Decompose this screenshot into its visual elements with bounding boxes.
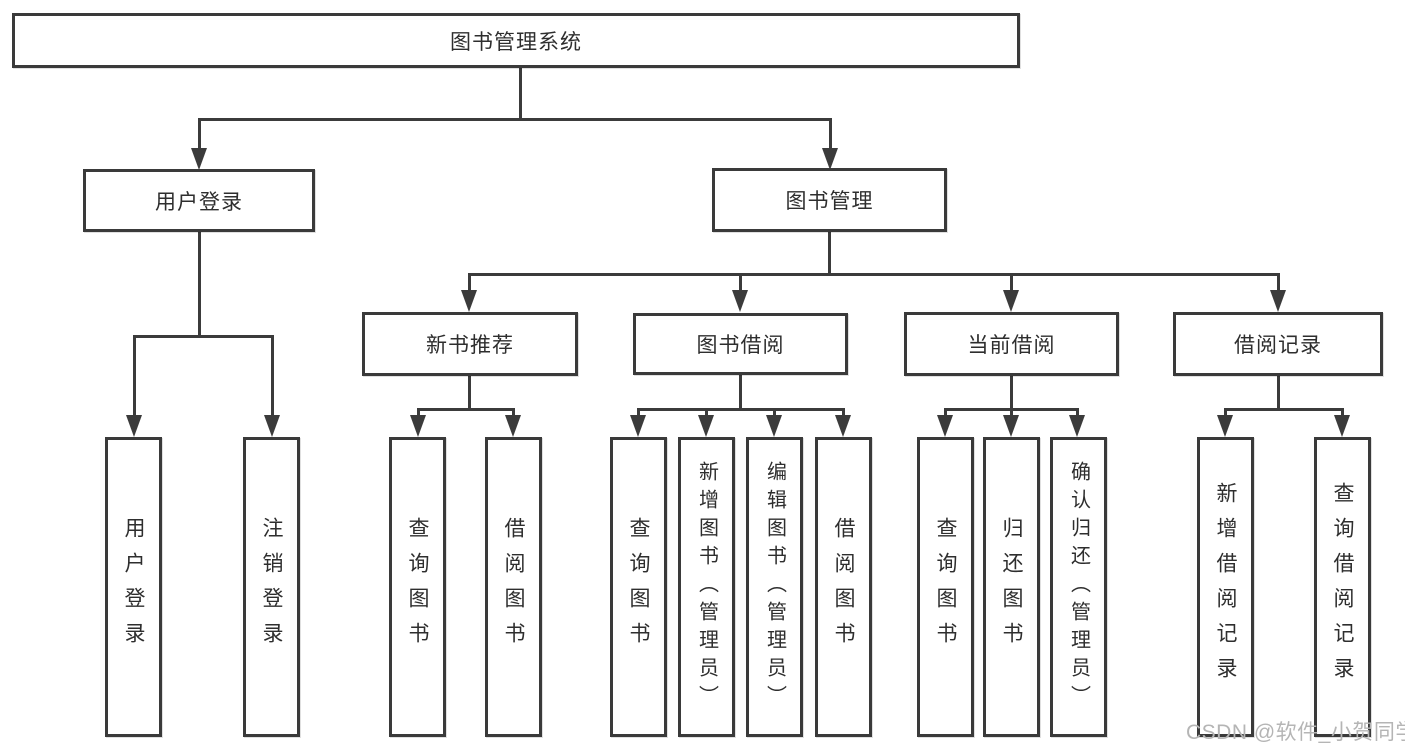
arrowhead-bb-borrow — [835, 415, 851, 437]
leaf-cb-query-books-label: 查询图书 — [934, 517, 957, 657]
connector-new-book-rec-rail — [417, 408, 515, 411]
leaf-bb-query-books-label: 查询图书 — [627, 517, 650, 657]
leaf-br-query-record-label: 查询借阅记录 — [1331, 482, 1354, 692]
connector-new-book-rec-drop — [468, 376, 471, 408]
connector-book-borrow-rail — [637, 408, 843, 411]
arrowhead-current-borrow — [1003, 290, 1019, 312]
arrowhead-cb-return — [1003, 415, 1019, 437]
connector-to-cb-query — [944, 408, 947, 420]
node-borrow-records: 借阅记录 — [1173, 312, 1383, 376]
arrowhead-rec-borrow — [505, 415, 521, 437]
connector-to-cb-return — [1010, 408, 1013, 420]
csdn-watermark: CSDN @软件_小贺同学 — [1186, 721, 1405, 744]
leaf-bb-edit-books-label: 编辑图书（管理员） — [763, 461, 786, 713]
leaf-rec-borrow-books: 借阅图书 — [485, 437, 542, 737]
node-user-login: 用户登录 — [83, 169, 315, 232]
arrowhead-rec-query — [410, 415, 426, 437]
arrowhead-cb-query — [937, 415, 953, 437]
arrowhead-bb-add — [698, 415, 714, 437]
connector-root-to-user-login — [198, 118, 201, 152]
connector-book-mgmt-drop — [828, 232, 831, 273]
connector-user-login-rail — [134, 335, 274, 338]
leaf-bb-borrow-books: 借阅图书 — [815, 437, 872, 737]
leaf-rec-query-books-label: 查询图书 — [406, 517, 429, 657]
connector-root-drop — [519, 68, 522, 118]
connector-to-bb-edit — [773, 408, 776, 420]
node-current-borrow: 当前借阅 — [904, 312, 1119, 376]
connector-current-borrow-drop — [1010, 376, 1013, 408]
node-borrow-records-label: 借阅记录 — [1234, 334, 1322, 357]
leaf-br-query-record: 查询借阅记录 — [1314, 437, 1371, 737]
leaf-bb-borrow-books-label: 借阅图书 — [832, 517, 855, 657]
connector-user-login-drop — [198, 232, 201, 335]
arrowhead-borrow-records — [1270, 290, 1286, 312]
connector-to-rec-query — [417, 408, 420, 420]
connector-to-bb-borrow — [842, 408, 845, 420]
node-book-management: 图书管理 — [712, 168, 947, 232]
connector-to-br-query — [1341, 408, 1344, 420]
leaf-cb-query-books: 查询图书 — [917, 437, 974, 737]
connector-to-cb-confirm — [1076, 408, 1079, 420]
leaf-cb-return-books-label: 归还图书 — [1000, 517, 1023, 657]
connector-book-mgmt-rail — [469, 273, 1280, 276]
arrowhead-br-add — [1217, 415, 1233, 437]
node-user-login-label: 用户登录 — [155, 190, 243, 214]
connector-to-new-book-rec — [468, 273, 471, 293]
leaf-cb-return-books: 归还图书 — [983, 437, 1040, 737]
leaf-rec-borrow-books-label: 借阅图书 — [502, 517, 525, 657]
arrowhead-leaf-login — [126, 415, 142, 437]
arrowhead-bb-edit — [766, 415, 782, 437]
connector-root-rail — [198, 118, 832, 121]
leaf-user-login: 用户登录 — [105, 437, 162, 737]
connector-borrow-records-drop — [1277, 376, 1280, 408]
arrowhead-new-book-rec — [461, 290, 477, 312]
node-current-borrow-label: 当前借阅 — [967, 334, 1056, 357]
connector-to-current-borrow — [1010, 273, 1013, 293]
leaf-rec-query-books: 查询图书 — [389, 437, 446, 737]
arrowhead-leaf-logout — [264, 415, 280, 437]
arrowhead-user-login — [191, 148, 207, 170]
connector-to-bb-add — [705, 408, 708, 420]
connector-to-book-borrow — [739, 273, 742, 293]
leaf-bb-add-books: 新增图书（管理员） — [678, 437, 735, 737]
node-book-borrow: 图书借阅 — [633, 313, 848, 375]
node-book-management-label: 图书管理 — [785, 190, 874, 213]
node-new-book-recommend-label: 新书推荐 — [426, 334, 514, 357]
connector-to-leaf-logout — [271, 335, 274, 419]
node-root-system: 图书管理系统 — [12, 13, 1020, 68]
leaf-br-add-record: 新增借阅记录 — [1197, 437, 1254, 737]
connector-root-to-book-mgmt — [829, 118, 832, 152]
arrowhead-book-mgmt — [822, 148, 838, 170]
leaf-bb-query-books: 查询图书 — [610, 437, 667, 737]
connector-book-borrow-drop — [739, 375, 742, 408]
leaf-bb-add-books-label: 新增图书（管理员） — [695, 461, 718, 713]
leaf-br-add-record-label: 新增借阅记录 — [1214, 482, 1237, 692]
arrowhead-br-query — [1334, 415, 1350, 437]
arrowhead-cb-confirm — [1069, 415, 1085, 437]
node-root-label: 图书管理系统 — [450, 30, 582, 54]
connector-to-br-add — [1224, 408, 1227, 420]
node-new-book-recommend: 新书推荐 — [362, 312, 578, 376]
leaf-logout-label: 注销登录 — [260, 517, 283, 657]
connector-to-borrow-records — [1277, 273, 1280, 293]
connector-to-leaf-login — [133, 335, 136, 419]
connector-to-bb-query — [637, 408, 640, 420]
leaf-user-login-label: 用户登录 — [122, 517, 145, 657]
connector-to-rec-borrow — [512, 408, 515, 420]
connector-borrow-records-rail — [1224, 408, 1343, 411]
leaf-cb-confirm-return-label: 确认归还（管理员） — [1067, 461, 1090, 713]
leaf-cb-confirm-return: 确认归还（管理员） — [1050, 437, 1107, 737]
leaf-bb-edit-books: 编辑图书（管理员） — [746, 437, 803, 737]
arrowhead-book-borrow — [732, 290, 748, 312]
node-book-borrow-label: 图书借阅 — [696, 334, 785, 357]
leaf-logout: 注销登录 — [243, 437, 300, 737]
arrowhead-bb-query — [630, 415, 646, 437]
